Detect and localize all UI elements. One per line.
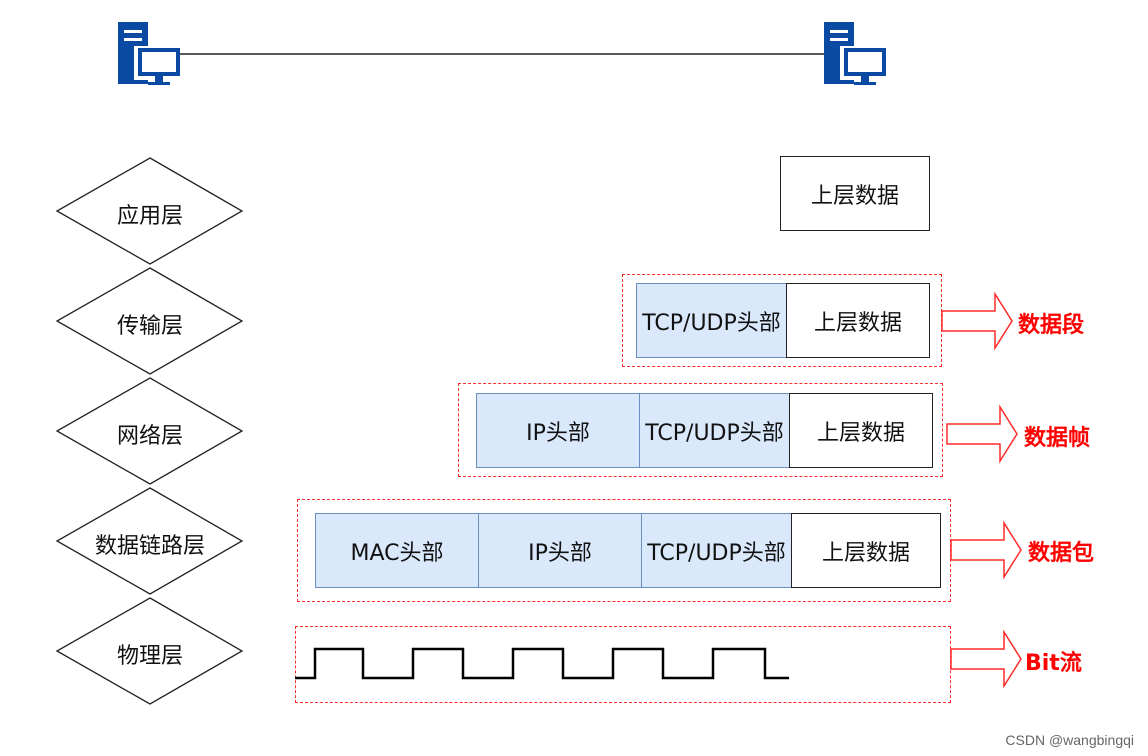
- diamond-datalink-layer: [55, 487, 244, 595]
- transport-tcp-header: TCP/UDP头部: [636, 283, 787, 358]
- layer-label-datalink: 数据链路层: [94, 534, 205, 559]
- computer-icon-right: [824, 22, 886, 85]
- application-data-box: 上层数据: [780, 156, 930, 231]
- label-segment: 数据段: [1018, 313, 1085, 338]
- transport-upper-data: 上层数据: [786, 283, 930, 358]
- arrow-icon-bitstream: [950, 629, 1022, 689]
- layer-label-application: 应用层: [116, 204, 183, 229]
- diamond-network-layer: [55, 377, 244, 485]
- datalink-ip-header: IP头部: [478, 513, 642, 588]
- computer-icon-left: [118, 22, 180, 85]
- arrow-icon-segment: [941, 291, 1013, 351]
- label-packet: 数据包: [1028, 541, 1095, 566]
- arrow-icon-packet: [950, 520, 1022, 580]
- layer-label-physical: 物理层: [116, 644, 183, 669]
- diamond-physical-layer: [55, 597, 244, 705]
- label-bitstream: Bit流: [1025, 651, 1082, 676]
- layer-diamonds: [55, 157, 244, 705]
- layer-label-transport: 传输层: [116, 314, 183, 339]
- datalink-tcp-header: TCP/UDP头部: [641, 513, 792, 588]
- datalink-upper-data: 上层数据: [791, 513, 941, 588]
- diamond-transport-layer: [55, 267, 244, 375]
- network-tcp-header: TCP/UDP头部: [639, 393, 790, 468]
- diamond-application-layer: [55, 157, 244, 265]
- network-upper-data: 上层数据: [789, 393, 933, 468]
- datalink-mac-header: MAC头部: [315, 513, 479, 588]
- watermark: CSDN @wangbingqi: [1005, 732, 1134, 748]
- square-wave-signal: [295, 647, 789, 680]
- network-frame-outline: [458, 383, 943, 477]
- layer-label-network: 网络层: [116, 424, 183, 449]
- network-topology: [118, 22, 886, 85]
- label-frame: 数据帧: [1024, 426, 1091, 451]
- network-ip-header: IP头部: [476, 393, 640, 468]
- arrow-icon-frame: [946, 404, 1018, 464]
